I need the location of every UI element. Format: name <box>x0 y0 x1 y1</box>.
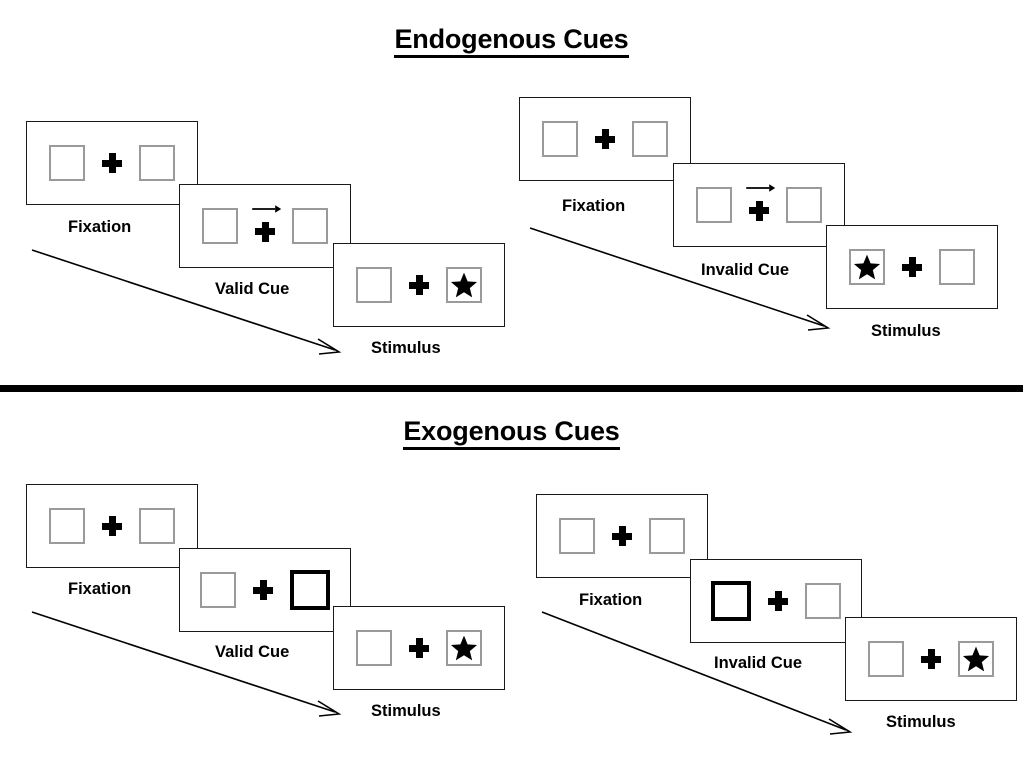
target-box-left <box>696 187 732 223</box>
panel-exo-invalid-stimulus <box>845 617 1017 701</box>
fixation-cross-group <box>742 182 776 228</box>
star-stimulus-icon <box>450 271 478 299</box>
target-box-right <box>139 145 175 181</box>
target-box-right <box>446 267 482 303</box>
fixation-cross-icon <box>612 526 632 546</box>
panel-content <box>356 628 482 668</box>
target-box-right <box>139 508 175 544</box>
fixation-cross-icon <box>902 257 922 277</box>
panel-exo-valid-fixation <box>26 484 198 568</box>
arrow-right-cue-icon <box>745 182 776 194</box>
panel-content <box>559 516 685 556</box>
caption-endo-valid-cue: Valid Cue <box>215 280 290 298</box>
fixation-cross-group <box>605 516 639 556</box>
fixation-cross-group <box>246 570 280 610</box>
caption-exo-valid-fixation: Fixation <box>68 580 132 598</box>
panel-endo-invalid-fixation <box>519 97 691 181</box>
fixation-cross-group <box>761 581 795 621</box>
fixation-cross-group <box>402 265 436 305</box>
panel-content <box>711 581 841 621</box>
fixation-cross-icon <box>768 591 788 611</box>
target-box-left <box>542 121 578 157</box>
panel-content <box>202 203 328 249</box>
arrow-right-cue-icon <box>251 203 282 215</box>
target-box-right <box>958 641 994 677</box>
target-box-left <box>356 630 392 666</box>
section-title-exogenous: Exogenous Cues <box>0 416 1023 450</box>
fixation-cross-group <box>914 639 948 679</box>
panel-endo-invalid-cue <box>673 163 845 247</box>
panel-content <box>849 247 975 287</box>
caption-exo-valid-cue: Valid Cue <box>215 643 290 661</box>
caption-endo-valid-stimulus: Stimulus <box>371 339 441 357</box>
caption-endo-valid-fixation: Fixation <box>68 218 132 236</box>
panel-endo-valid-stimulus <box>333 243 505 327</box>
fixation-cross-icon <box>921 649 941 669</box>
target-box-left <box>849 249 885 285</box>
fixation-cross-icon <box>595 129 615 149</box>
panel-endo-invalid-stimulus <box>826 225 998 309</box>
caption-exo-valid-stimulus: Stimulus <box>371 702 441 720</box>
panel-content <box>356 265 482 305</box>
star-stimulus-icon <box>450 634 478 662</box>
panel-content <box>696 182 822 228</box>
fixation-cross-group <box>95 506 129 546</box>
section-title-endogenous-text: Endogenous Cues <box>394 24 629 58</box>
caption-exo-invalid-fixation: Fixation <box>579 591 643 609</box>
fixation-cross-icon <box>255 221 275 242</box>
section-title-exogenous-text: Exogenous Cues <box>403 416 620 450</box>
section-divider <box>0 385 1023 392</box>
panel-exo-invalid-cue <box>690 559 862 643</box>
fixation-cross-icon <box>749 200 769 221</box>
target-box-right <box>805 583 841 619</box>
fixation-cross-group <box>588 119 622 159</box>
star-stimulus-icon <box>962 645 990 673</box>
panel-exo-invalid-fixation <box>536 494 708 578</box>
caption-endo-invalid-stimulus: Stimulus <box>871 322 941 340</box>
caption-endo-invalid-fixation: Fixation <box>562 197 626 215</box>
target-box-right <box>446 630 482 666</box>
target-box-left <box>49 508 85 544</box>
target-box-right <box>632 121 668 157</box>
panel-exo-valid-stimulus <box>333 606 505 690</box>
target-box-left <box>868 641 904 677</box>
panel-endo-valid-fixation <box>26 121 198 205</box>
star-stimulus-icon <box>853 253 881 281</box>
fixation-cross-group <box>95 143 129 183</box>
target-box-left-flashed <box>711 581 751 621</box>
fixation-cross-icon <box>253 580 273 600</box>
caption-exo-invalid-cue: Invalid Cue <box>714 654 803 672</box>
target-box-right <box>939 249 975 285</box>
section-title-endogenous: Endogenous Cues <box>0 24 1023 58</box>
target-box-right-flashed <box>290 570 330 610</box>
panel-content <box>49 506 175 546</box>
target-box-left <box>200 572 236 608</box>
fixation-cross-icon <box>409 638 429 658</box>
target-box-right <box>292 208 328 244</box>
target-box-left <box>559 518 595 554</box>
target-box-left <box>202 208 238 244</box>
target-box-right <box>649 518 685 554</box>
caption-exo-invalid-stimulus: Stimulus <box>886 713 956 731</box>
fixation-cross-icon <box>102 153 122 173</box>
fixation-cross-icon <box>102 516 122 536</box>
caption-endo-invalid-cue: Invalid Cue <box>701 261 790 279</box>
panel-content <box>49 143 175 183</box>
fixation-cross-group <box>248 203 282 249</box>
target-box-right <box>786 187 822 223</box>
fixation-cross-group <box>402 628 436 668</box>
fixation-cross-group <box>895 247 929 287</box>
panel-content <box>542 119 668 159</box>
target-box-left <box>49 145 85 181</box>
target-box-left <box>356 267 392 303</box>
panel-exo-valid-cue <box>179 548 351 632</box>
panel-endo-valid-cue <box>179 184 351 268</box>
panel-content <box>868 639 994 679</box>
panel-content <box>200 570 330 610</box>
fixation-cross-icon <box>409 275 429 295</box>
